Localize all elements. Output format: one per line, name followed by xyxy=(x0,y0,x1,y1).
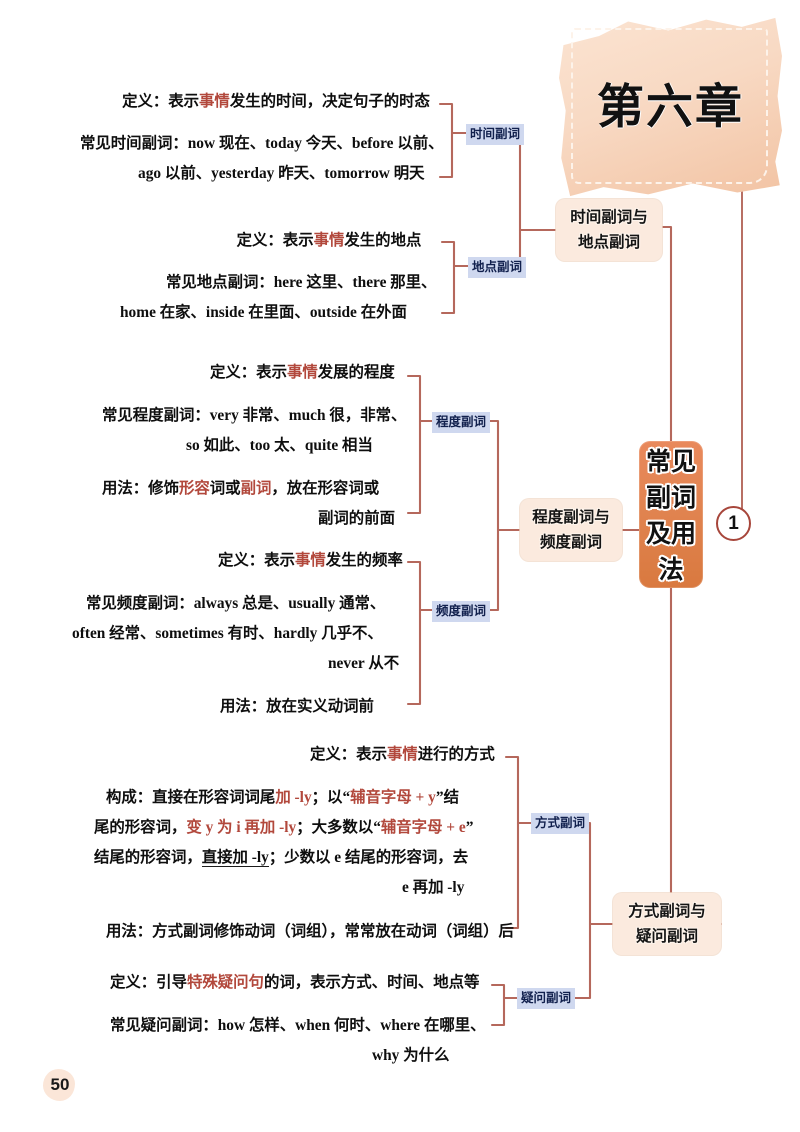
sub-branch-badge-degree[interactable]: 程度副词 xyxy=(432,412,491,433)
time-examples-line-1: 常见时间副词：now 现在、today 今天、before 以前、 xyxy=(80,135,444,152)
frequency-examples-line-1: 常见频度副词：always 总是、usually 通常、 xyxy=(86,595,386,612)
chapter-banner: 第六章 xyxy=(559,16,782,198)
frequency-definition-highlight: 事情 xyxy=(294,552,326,569)
frequency-examples-line-2: often 经常、sometimes 有时、hardly 几乎不、 xyxy=(72,625,383,642)
degree-usage-post: ，放在形容词或 xyxy=(271,480,380,497)
frequency-definition: 定义：表示事情发生的频率 xyxy=(72,546,444,576)
sub-branch-badge-frequency[interactable]: 频度副词 xyxy=(432,601,491,622)
sub-branch-badge-interrogative[interactable]: 疑问副词 xyxy=(517,988,576,1009)
degree-definition-post: 发展的程度 xyxy=(317,364,395,381)
content-block-manner: 定义：表示事情进行的方式 构成：直接在形容词词尾加 -ly；以“辅音字母 + y… xyxy=(92,740,540,947)
manner-formation-l1-b: ；以“ xyxy=(311,789,351,806)
frequency-definition-pre: 定义：表示 xyxy=(218,552,295,569)
manner-formation-l3-a: 结尾的形容词， xyxy=(94,849,202,866)
degree-usage-highlight-2: 副词 xyxy=(240,480,272,497)
center-node-line-3: 及用 xyxy=(645,520,696,548)
time-definition-post: 发生的时间，决定句子的时态 xyxy=(229,93,430,110)
content-block-frequency: 定义：表示事情发生的频率 常见频度副词：always 总是、usually 通常… xyxy=(72,546,444,722)
manner-formation-l2-b: ；大多数以“ xyxy=(296,819,381,836)
interrogative-definition-post: 的词，表示方式、时间、地点等 xyxy=(263,974,480,991)
degree-examples-line-2: so 如此、too 太、quite 相当 xyxy=(186,437,373,454)
main-branch-degree-frequency[interactable]: 程度副词与 频度副词 xyxy=(520,499,622,561)
main-branch-manner-interrogative[interactable]: 方式副词与 疑问副词 xyxy=(613,893,721,955)
interrogative-examples-line-2: why 为什么 xyxy=(372,1047,450,1064)
frequency-definition-post: 发生的频率 xyxy=(325,552,403,569)
place-definition: 定义：表示事情发生的地点 xyxy=(120,226,472,256)
main-branch-time-place-line-2: 地点副词 xyxy=(577,234,640,251)
manner-formation-l2-c: ” xyxy=(465,819,474,836)
manner-formation-line-4: e 再加 -ly xyxy=(402,879,465,896)
degree-usage-line-1: 用法：修饰形容词或副词，放在形容词或 xyxy=(92,474,444,504)
manner-formation-l1-c: ”结 xyxy=(435,789,459,806)
main-branch-time-place-line-1: 时间副词与 xyxy=(570,209,648,226)
place-definition-highlight: 事情 xyxy=(313,232,345,249)
manner-formation-l1-highlight-1: 加 -ly xyxy=(275,789,312,806)
manner-formation-line-2: 尾的形容词，变 y 为 i 再加 -ly；大多数以“辅音字母 + e” xyxy=(92,813,540,843)
degree-usage-pre: 用法：修饰 xyxy=(102,480,179,497)
content-block-interrogative: 定义：引导特殊疑问句的词，表示方式、时间、地点等 常见疑问副词：how 怎样、w… xyxy=(92,968,532,1071)
place-definition-pre: 定义：表示 xyxy=(236,232,314,249)
chapter-title: 第六章 xyxy=(597,80,744,133)
circled-number-badge: 1 xyxy=(716,506,751,541)
interrogative-definition-highlight: 特殊疑问句 xyxy=(186,974,264,991)
manner-definition-post: 进行的方式 xyxy=(417,746,495,763)
sub-branch-badge-manner[interactable]: 方式副词 xyxy=(531,813,590,834)
degree-definition-pre: 定义：表示 xyxy=(210,364,287,381)
manner-definition-pre: 定义：表示 xyxy=(310,746,387,763)
time-definition-pre: 定义：表示 xyxy=(122,93,200,110)
sub-branch-badge-time[interactable]: 时间副词 xyxy=(466,124,525,145)
content-block-place: 定义：表示事情发生的地点 常见地点副词：here 这里、there 那里、 ho… xyxy=(120,226,472,328)
page-number: 50 xyxy=(42,1069,78,1101)
center-node-line-4: 法 xyxy=(658,556,684,584)
main-branch-time-place[interactable]: 时间副词与 地点副词 xyxy=(556,199,662,261)
center-node[interactable]: 常见 副词 及用 法 xyxy=(639,441,703,588)
main-branch-degree-frequency-line-1: 程度副词与 xyxy=(532,509,610,526)
degree-definition: 定义：表示事情发展的程度 xyxy=(92,358,444,388)
content-block-degree: 定义：表示事情发展的程度 常见程度副词：very 非常、much 很，非常、 s… xyxy=(92,358,444,534)
degree-definition-highlight: 事情 xyxy=(286,364,318,381)
manner-formation-l3-b: ；少数以 e 结尾的形容词，去 xyxy=(268,849,469,866)
degree-examples-line-1: 常见程度副词：very 非常、much 很，非常、 xyxy=(102,407,407,424)
interrogative-definition: 定义：引导特殊疑问句的词，表示方式、时间、地点等 xyxy=(92,968,532,998)
frequency-usage: 用法：放在实义动词前 xyxy=(220,698,374,715)
time-definition-highlight: 事情 xyxy=(199,93,230,110)
manner-definition: 定义：表示事情进行的方式 xyxy=(92,740,540,770)
main-branch-manner-interrogative-line-2: 疑问副词 xyxy=(635,928,698,945)
manner-formation-l2-highlight-1: 变 y 为 i 再加 -ly xyxy=(186,819,297,836)
manner-usage: 用法：方式副词修饰动词（词组），常常放在动词（词组）后 xyxy=(106,923,514,940)
manner-formation-l1-a: 构成：直接在形容词词尾 xyxy=(106,789,276,806)
manner-formation-l3-highlight: 直接加 -ly xyxy=(201,849,269,867)
manner-definition-highlight: 事情 xyxy=(386,746,418,763)
manner-formation-line-3: 结尾的形容词，直接加 -ly；少数以 e 结尾的形容词，去 xyxy=(92,843,540,873)
place-definition-post: 发生的地点 xyxy=(344,232,422,249)
time-examples-line-2: ago 以前、yesterday 昨天、tomorrow 明天 xyxy=(138,165,425,182)
manner-formation-l2-a: 尾的形容词， xyxy=(94,819,187,836)
content-block-time: 定义：表示事情发生的时间，决定句子的时态 常见时间副词：now 现在、today… xyxy=(80,87,472,189)
manner-formation-l2-highlight-2: 辅音字母 + e xyxy=(380,819,466,836)
center-node-line-2: 副词 xyxy=(645,484,696,512)
banner-dashed-border xyxy=(571,28,768,184)
manner-formation-l1-highlight-2: 辅音字母 + y xyxy=(350,789,436,806)
banner-background xyxy=(559,17,782,197)
degree-usage-mid: 词或 xyxy=(209,480,241,497)
sub-branch-badge-place[interactable]: 地点副词 xyxy=(468,257,527,278)
time-definition: 定义：表示事情发生的时间，决定句子的时态 xyxy=(80,87,472,117)
center-node-line-1: 常见 xyxy=(645,448,696,476)
degree-usage-line-2: 副词的前面 xyxy=(318,510,395,527)
frequency-examples-line-3: never 从不 xyxy=(328,655,400,672)
interrogative-examples-line-1: 常见疑问副词：how 怎样、when 何时、where 在哪里、 xyxy=(110,1017,486,1034)
main-branch-degree-frequency-line-2: 频度副词 xyxy=(539,534,602,551)
manner-formation-line-1: 构成：直接在形容词词尾加 -ly；以“辅音字母 + y”结 xyxy=(92,783,540,813)
degree-usage-highlight-1: 形容 xyxy=(178,480,210,497)
interrogative-definition-pre: 定义：引导 xyxy=(110,974,187,991)
main-branch-manner-interrogative-line-1: 方式副词与 xyxy=(628,903,706,920)
place-examples-line-1: 常见地点副词：here 这里、there 那里、 xyxy=(166,274,437,291)
place-examples-line-2: home 在家、inside 在里面、outside 在外面 xyxy=(120,304,407,321)
